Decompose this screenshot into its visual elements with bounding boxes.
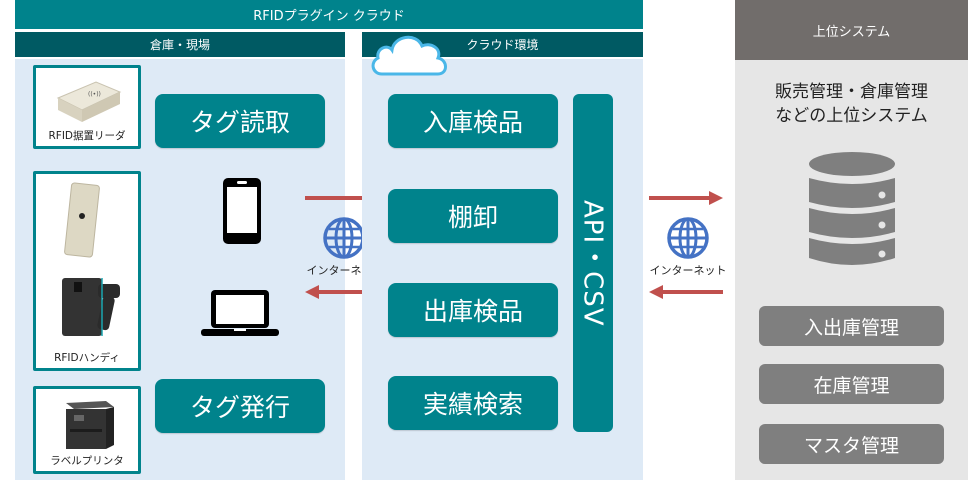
cloud-icon [371,35,447,76]
cloud-header-label: クラウド環境 [466,38,539,52]
host-system-header-label: 上位システム [812,24,891,40]
globe-icon [667,217,709,259]
host-system-panel [735,60,968,480]
cloud-function-label: 出庫検品 [422,297,523,326]
globe-icon [323,217,365,259]
svg-text:((•)): ((•)) [88,91,101,98]
warehouse-header-label: 倉庫・現場 [149,38,210,52]
smartphone-icon [223,178,261,244]
cloud-function-button[interactable]: 出庫検品 [388,283,558,337]
internet-label: インターネット [649,264,727,277]
device-label: RFID据置リーダ [48,130,126,142]
cloud-banner: RFIDプラグイン クラウド [15,0,643,29]
description-line: 販売管理・倉庫管理 [775,82,928,102]
label-printer-image [66,401,114,449]
banner-title: RFIDプラグイン クラウド [253,9,405,24]
arrow-left-icon [649,285,723,299]
host-module-button[interactable]: 在庫管理 [759,364,944,404]
laptop-icon [201,290,279,336]
cloud-function-button[interactable]: 入庫検品 [388,94,558,148]
host-module-label: 在庫管理 [813,374,890,397]
cloud-function-button[interactable]: 棚卸 [388,189,558,243]
cloud-function-label: 実績検索 [422,390,523,419]
device-label-printer: ラベルプリンタ [33,386,141,474]
device-handheld: RFIDハンディ [33,171,141,371]
handheld-reader-image [62,182,120,336]
host-system-header: 上位システム [735,0,968,60]
host-system-description: 販売管理・倉庫管理 などの上位システム [735,80,968,128]
host-module-label: マスタ管理 [803,434,899,457]
api-csv-label: API・CSV [577,199,608,327]
tag-issue-button[interactable]: タグ発行 [155,379,325,433]
tag-read-button[interactable]: タグ読取 [155,94,325,148]
warehouse-header: 倉庫・現場 [15,32,345,57]
fixed-reader-image: ((•)) [56,81,122,122]
database-icon [809,152,895,265]
cloud-function-button[interactable]: 実績検索 [388,376,558,430]
device-label: RFIDハンディ [54,352,120,364]
api-csv-bar: API・CSV [573,94,613,432]
tag-read-label: タグ読取 [189,108,290,137]
tag-issue-label: タグ発行 [189,393,290,422]
host-module-button[interactable]: 入出庫管理 [759,306,944,346]
host-module-button[interactable]: マスタ管理 [759,424,944,464]
cloud-function-label: 入庫検品 [422,108,523,137]
arrow-right-icon [649,191,723,205]
device-label: ラベルプリンタ [50,455,124,467]
description-line: などの上位システム [775,106,928,126]
cloud-function-label: 棚卸 [447,203,498,232]
device-fixed-reader: ((•)) RFID据置リーダ [33,65,141,149]
host-module-label: 入出庫管理 [803,316,899,339]
